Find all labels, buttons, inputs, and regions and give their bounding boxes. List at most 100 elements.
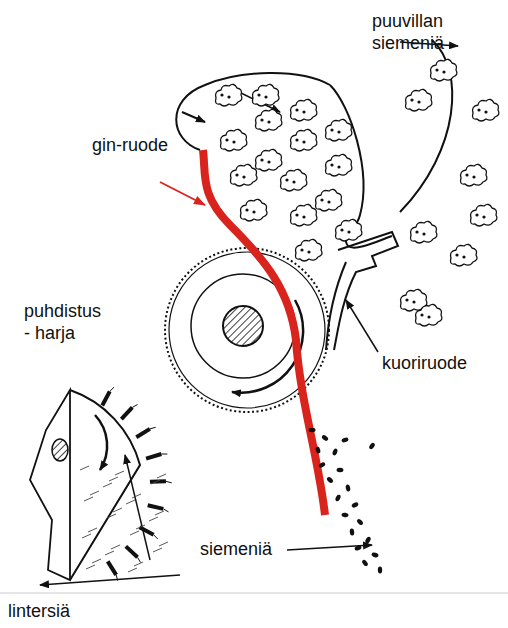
seed-dot	[225, 138, 228, 141]
gin-rib	[203, 150, 325, 515]
lint-fiber	[128, 568, 137, 572]
seed-dot	[295, 108, 298, 111]
seed-dot	[302, 215, 305, 218]
cotton-seed	[406, 89, 433, 111]
seed-dot	[337, 165, 340, 168]
lint-fiber	[92, 559, 101, 563]
cotton-seed	[336, 219, 363, 241]
seed	[351, 501, 359, 508]
seed-dot	[252, 210, 255, 213]
lint-fiber	[113, 508, 122, 512]
seed	[341, 437, 349, 443]
bristle	[110, 387, 114, 391]
bristle	[161, 454, 167, 455]
seed-dot	[330, 163, 333, 166]
seed	[361, 559, 369, 567]
lint-fiber	[86, 565, 95, 569]
seed	[356, 518, 364, 526]
lint-fiber	[88, 528, 97, 532]
seed-dot	[410, 98, 413, 101]
cotton-seed	[241, 199, 268, 221]
seed-dot	[257, 93, 260, 96]
cotton-seed	[231, 164, 258, 186]
seed-dot	[302, 140, 305, 143]
seed	[345, 484, 351, 492]
cotton-seed	[451, 244, 478, 266]
seed-dot	[455, 253, 458, 256]
bristle	[102, 391, 110, 405]
seed-dot	[472, 175, 475, 178]
lint-fiber	[126, 500, 135, 504]
lint-fiber	[149, 517, 158, 521]
seed	[326, 476, 334, 484]
cotton-seed	[281, 169, 308, 191]
cotton-seed	[256, 109, 283, 131]
seed-dot	[285, 178, 288, 181]
lint-fiber	[130, 531, 139, 535]
lint-fiber	[90, 491, 99, 495]
lint-fiber	[155, 511, 164, 515]
cotton-seed	[401, 289, 428, 311]
cotton-seed	[326, 119, 353, 141]
seed-dot	[427, 315, 430, 318]
seed-dot	[264, 95, 267, 98]
seed-dot	[340, 228, 343, 231]
lint-fiber	[151, 480, 160, 484]
seed	[318, 461, 326, 468]
cotton-seed	[326, 154, 353, 176]
cotton-seed	[316, 189, 343, 211]
seed-dot	[260, 158, 263, 161]
seed-dot	[292, 180, 295, 183]
seed-dot	[465, 173, 468, 176]
cotton-seed	[221, 129, 248, 151]
seed-dot	[295, 213, 298, 216]
lint-fiber	[159, 542, 168, 546]
brush-drum	[70, 390, 140, 580]
seed-dot	[242, 175, 245, 178]
seed	[371, 552, 379, 558]
bristle	[139, 527, 153, 535]
bristle	[136, 429, 150, 437]
cotton-seed	[291, 129, 318, 151]
bristle	[138, 557, 141, 562]
cotton-seed	[473, 99, 500, 121]
seed	[354, 545, 362, 552]
seed-dot	[415, 230, 418, 233]
bristle	[146, 454, 161, 459]
seed-dot	[405, 298, 408, 301]
seed	[378, 566, 383, 573]
cotton-seed	[431, 59, 458, 81]
cotton-seed	[291, 204, 318, 226]
seed-dot	[320, 198, 323, 201]
part-label: puhdistus - harja	[24, 300, 110, 344]
seed	[334, 494, 341, 502]
bristle	[154, 535, 158, 539]
lint-fiber	[103, 483, 112, 487]
seed-dot	[227, 95, 230, 98]
seed-dot	[412, 300, 415, 303]
seed-dot	[462, 255, 465, 258]
shaft	[223, 306, 263, 346]
seed-dot	[330, 128, 333, 131]
part-label: gin-ruode	[92, 134, 202, 156]
seed	[315, 446, 321, 454]
seed-dot	[337, 130, 340, 133]
lint-fiber	[132, 494, 141, 498]
seed	[309, 428, 316, 432]
seed-dot	[484, 110, 487, 113]
seed	[349, 528, 354, 535]
lint-fiber	[105, 551, 114, 555]
seed-dot	[300, 248, 303, 251]
seed-dot	[245, 208, 248, 211]
cotton-seed	[296, 239, 323, 261]
seed-dot	[267, 120, 270, 123]
cotton-seed	[216, 84, 243, 106]
seed-dot	[475, 213, 478, 216]
hopper-wall	[330, 85, 392, 248]
seed-dot	[260, 118, 263, 121]
lint-fiber	[115, 471, 124, 475]
seed-dot	[235, 173, 238, 176]
seed-dot	[307, 250, 310, 253]
lint-fiber	[80, 466, 89, 470]
part-label: puuvillan siemeniä	[372, 10, 482, 54]
